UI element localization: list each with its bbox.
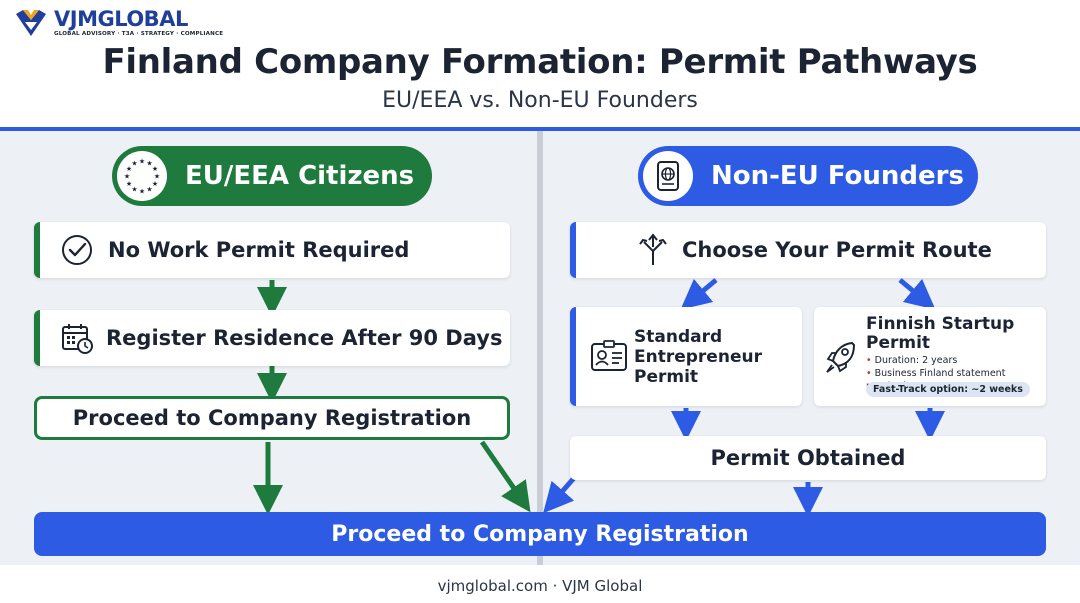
permit-obtained-card: Permit Obtained: [570, 436, 1046, 480]
startup-detail-item: Duration: 2 years: [866, 354, 1046, 367]
fast-track-badge: Fast-Track option: ~2 weeks: [866, 382, 1030, 397]
eu-star: ★: [139, 158, 145, 166]
eu-star: ★: [131, 160, 137, 168]
startup-permit-title-line: Finnish Startup: [866, 314, 1015, 334]
eu-heading: EU/EEA Citizens: [185, 161, 415, 191]
choose-route-card: Choose Your Permit Route: [570, 222, 1046, 278]
eu-star: ★: [152, 165, 158, 173]
eu-step-register-residence: Register Residence After 90 Days: [34, 310, 510, 366]
check-circle-icon: [62, 235, 92, 265]
id-card-icon: [591, 340, 627, 371]
final-proceed-bar: Proceed to Company Registration: [34, 512, 1046, 556]
eu-heading-pill: ★★★★★★★★★★★★ EU/EEA Citizens: [112, 146, 432, 206]
standard-permit-card: Standard Entrepreneur Permit: [570, 307, 802, 406]
standard-permit-title-line: Permit: [634, 367, 699, 387]
eu-star: ★: [146, 160, 152, 168]
eu-star: ★: [152, 180, 158, 188]
split-arrows-icon: [639, 233, 667, 265]
header-rule: [0, 127, 1080, 131]
non-eu-heading-pill: Non-EU Founders: [638, 146, 978, 206]
startup-permit-card: Finnish Startup Permit Duration: 2 years…: [814, 307, 1046, 406]
eu-star: ★: [131, 185, 137, 193]
eu-step-no-permit: No Work Permit Required: [34, 222, 510, 278]
eu-star: ★: [154, 173, 160, 181]
page-title: Finland Company Formation: Permit Pathwa…: [102, 42, 978, 82]
brand-name: VJMGLOBAL: [54, 7, 188, 31]
eu-step-label: No Work Permit Required: [108, 238, 410, 262]
panel-divider: [537, 131, 543, 565]
brand-tagline: GLOBAL ADVISORY · T3A · STRATEGY · COMPL…: [54, 31, 224, 37]
vjm-logo-mark-icon: [16, 10, 46, 36]
eu-star: ★: [146, 185, 152, 193]
eu-stars-icon: ★★★★★★★★★★★★: [117, 151, 167, 201]
brand-logo: VJMGLOBAL GLOBAL ADVISORY · T3A · STRATE…: [14, 8, 223, 38]
eu-star: ★: [126, 165, 132, 173]
startup-permit-title: Finnish Startup Permit: [866, 315, 1014, 353]
eu-star: ★: [139, 188, 145, 196]
standard-permit-title-line: Standard: [634, 327, 723, 347]
non-eu-heading: Non-EU Founders: [711, 161, 964, 191]
standard-permit-title: Standard Entrepreneur Permit: [634, 327, 762, 387]
startup-permit-title-line: Permit: [866, 333, 931, 353]
rocket-icon: [826, 342, 855, 373]
eu-proceed-label: Proceed to Company Registration: [72, 406, 472, 430]
eu-star: ★: [124, 173, 130, 181]
eu-proceed-box: Proceed to Company Registration: [34, 396, 510, 440]
eu-star: ★: [126, 180, 132, 188]
eu-step-label: Register Residence After 90 Days: [106, 326, 503, 350]
passport-icon: [643, 151, 693, 201]
calendar-clock-icon: [62, 324, 93, 354]
final-proceed-label: Proceed to Company Registration: [331, 521, 749, 547]
page-subtitle: EU/EEA vs. Non-EU Founders: [382, 88, 698, 113]
standard-permit-title-line: Entrepreneur: [634, 347, 762, 367]
choose-route-label: Choose Your Permit Route: [682, 238, 992, 262]
footer-credit: vjmglobal.com · VJM Global: [437, 577, 643, 595]
permit-obtained-label: Permit Obtained: [710, 446, 906, 470]
